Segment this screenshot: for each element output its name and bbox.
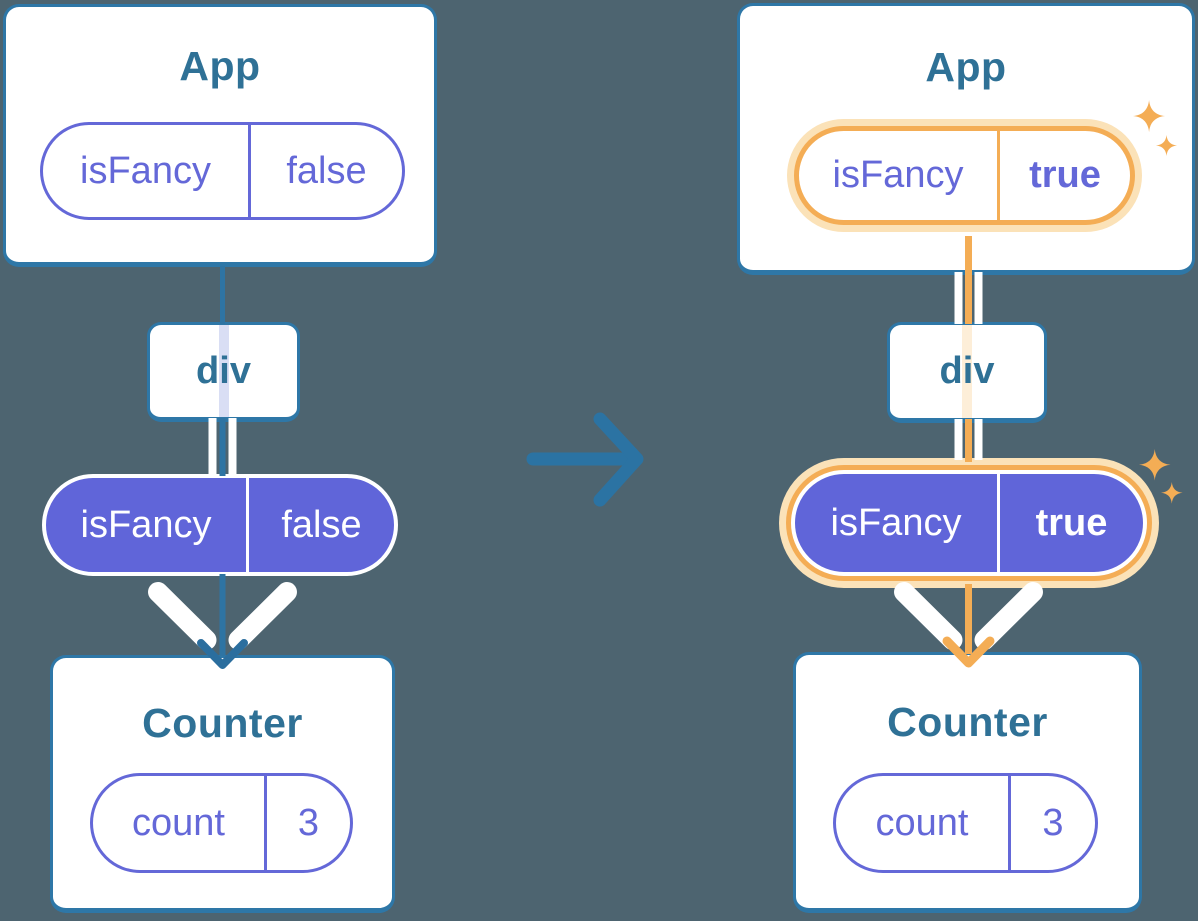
props-chevron-right-arm	[228, 582, 297, 650]
div-card-before: div	[147, 322, 300, 422]
div-card-after: div	[887, 322, 1047, 423]
prop-passthrough-strip	[962, 325, 972, 418]
prop-name: isFancy	[80, 503, 212, 546]
props-chevron-left-arm	[894, 582, 963, 650]
prop-name: isFancy	[80, 149, 211, 192]
line-div-to-pill-before	[208, 418, 237, 476]
counter-title: Counter	[142, 700, 303, 746]
prop-name: isFancy	[832, 154, 964, 196]
app-title: App	[925, 44, 1007, 90]
prop-value: false	[281, 503, 362, 546]
props-chevron-right-arm	[974, 582, 1043, 650]
pill-divider	[264, 776, 267, 870]
app-prop-pill-before: isFancy false	[40, 122, 405, 220]
pill-divider	[997, 131, 1000, 220]
state-value: 3	[297, 801, 320, 844]
passed-prop-pill-before: isFancy false	[42, 474, 398, 576]
counter-state-pill-after: count 3	[833, 773, 1098, 873]
prop-name: isFancy	[830, 501, 962, 544]
sparkle-icon	[1161, 482, 1183, 504]
state-name: count	[132, 801, 225, 844]
state-value: 3	[1042, 801, 1064, 844]
state-name: count	[875, 801, 969, 844]
pill-divider	[997, 474, 1000, 572]
pill-divider	[1008, 776, 1011, 870]
sparkle-icon	[1139, 449, 1171, 481]
pill-divider	[248, 125, 251, 217]
counter-title: Counter	[887, 699, 1048, 745]
app-title: App	[179, 43, 261, 89]
transition-arrow-icon	[526, 412, 644, 507]
prop-value: true	[1035, 501, 1108, 544]
passed-prop-pill-after: isFancy true	[791, 470, 1147, 576]
props-chevron-left-arm	[148, 582, 217, 650]
line-div-to-pill-after	[954, 419, 983, 462]
arrow-pill-to-counter-before	[148, 574, 297, 669]
div-label: div	[196, 349, 251, 392]
prop-value: false	[286, 149, 367, 192]
prop-passthrough-strip	[218, 325, 229, 417]
prop-value: true	[1029, 154, 1101, 196]
counter-state-pill-before: count 3	[90, 773, 353, 873]
div-label: div	[939, 350, 995, 392]
app-prop-pill-after: isFancy true	[794, 126, 1135, 225]
pill-divider	[246, 478, 249, 572]
